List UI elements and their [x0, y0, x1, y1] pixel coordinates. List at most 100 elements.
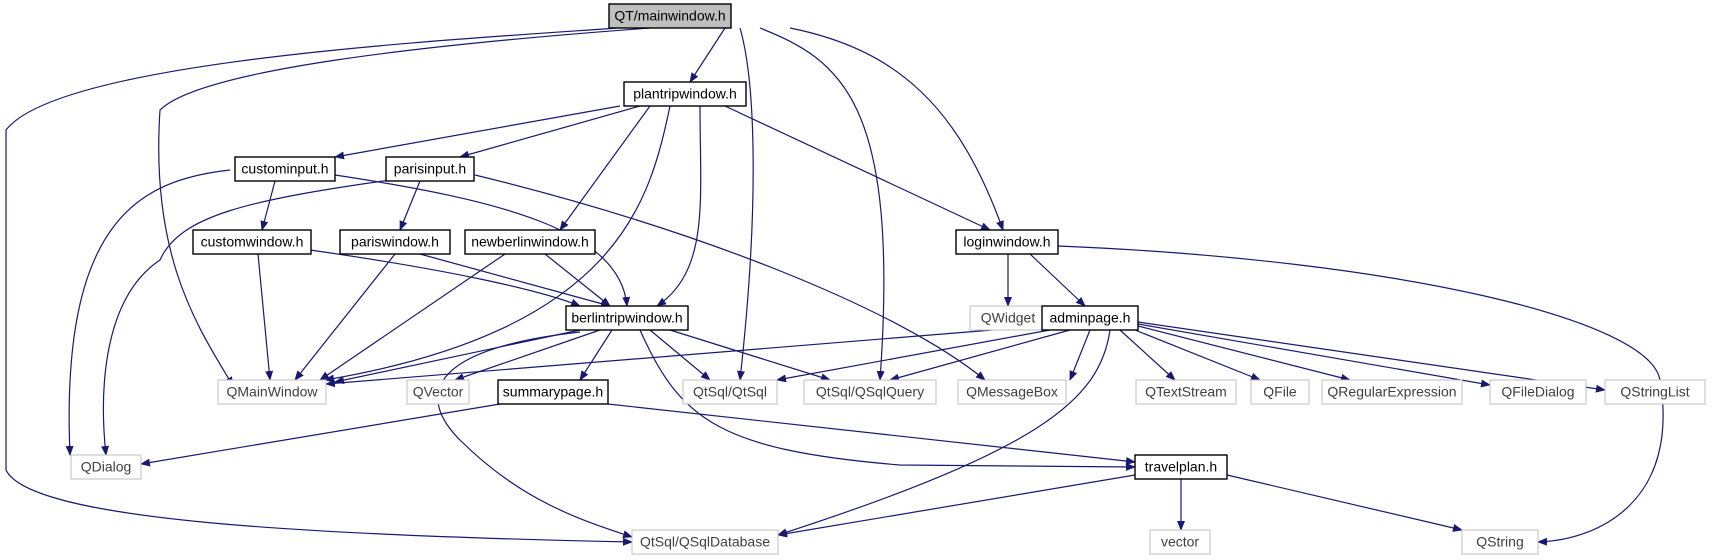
- node-label: QtSql/QSqlDatabase: [640, 534, 770, 550]
- edge-parisinput-to-qdialog: [101, 179, 391, 456]
- node-label: QTextStream: [1145, 384, 1227, 400]
- edge-summarypage-to-travelplan: [607, 403, 1136, 465]
- node-mainwindow[interactable]: QT/mainwindow.h: [608, 3, 732, 29]
- edge-customwindow-to-qmainwindow: [257, 253, 274, 381]
- node-label: berlintripwindow.h: [571, 310, 682, 326]
- edge-berlintripwindow-to-summarypage: [579, 329, 613, 381]
- node-vector[interactable]: vector: [1149, 529, 1211, 555]
- dependency-edges: [5, 26, 1664, 546]
- node-label: travelplan.h: [1145, 459, 1217, 475]
- edge-plantripwindow-to-custominput: [334, 105, 621, 160]
- edge-mainwindow-to-plantripwindow: [689, 27, 726, 83]
- node-qdialog[interactable]: QDialog: [70, 454, 142, 480]
- node-label: loginwindow.h: [963, 234, 1050, 250]
- node-box: [70, 454, 142, 480]
- edge-mainwindow-to-qsqlquery: [759, 27, 885, 381]
- node-label: pariswindow.h: [351, 234, 439, 250]
- node-box: [1134, 454, 1228, 480]
- edge-plantripwindow-to-loginwindow: [724, 105, 991, 231]
- node-customwindow[interactable]: customwindow.h: [192, 229, 312, 255]
- node-qtsql[interactable]: QtSql/QtSql: [682, 379, 778, 405]
- node-box: [1489, 379, 1587, 405]
- edge-plantripwindow-to-parisinput: [459, 105, 641, 159]
- edge-adminpage-to-qfile: [1134, 329, 1261, 381]
- node-box: [957, 379, 1067, 405]
- edge-travelplan-to-qsqldatabase: [777, 474, 1136, 538]
- edge-plantripwindow-to-newberlinwindow: [559, 105, 651, 231]
- edge-berlintripwindow-to-travelplan: [639, 329, 1136, 471]
- node-box: [682, 379, 778, 405]
- edge-berlintripwindow-to-qsqldatabase: [437, 331, 633, 539]
- node-custominput[interactable]: custominput.h: [234, 156, 336, 182]
- node-berlintripwindow[interactable]: berlintripwindow.h: [565, 305, 689, 331]
- edge-newberlinwindow-to-berlintripwindow: [544, 253, 611, 307]
- node-box: [385, 156, 475, 182]
- node-pariswindow[interactable]: pariswindow.h: [339, 229, 451, 255]
- edge-adminpage-to-qtextstream: [1119, 329, 1176, 381]
- node-label: QFile: [1263, 384, 1297, 400]
- node-box: [1604, 379, 1706, 405]
- node-label: QT/mainwindow.h: [614, 8, 725, 24]
- edge-adminpage-to-qmessagebox: [1069, 329, 1091, 381]
- edge-plantripwindow-to-qmainwindow: [324, 105, 671, 383]
- node-parisinput[interactable]: parisinput.h: [385, 156, 475, 182]
- edge-mainwindow-to-qtsql: [737, 27, 754, 381]
- node-box: [1461, 529, 1539, 555]
- node-label: QWidget: [981, 310, 1036, 326]
- node-box: [803, 379, 937, 405]
- node-travelplan[interactable]: travelplan.h: [1134, 454, 1228, 480]
- node-label: QVector: [413, 384, 464, 400]
- node-qsqldatabase[interactable]: QtSql/QSqlDatabase: [631, 529, 779, 555]
- edge-adminpage-to-qstringlist: [1137, 321, 1606, 393]
- edge-adminpage-to-qmainwindow: [325, 325, 1043, 388]
- edge-pariswindow-to-berlintripwindow: [419, 253, 611, 308]
- node-qwidget[interactable]: QWidget: [969, 305, 1047, 331]
- node-label: adminpage.h: [1050, 310, 1131, 326]
- node-qstringlist[interactable]: QStringList: [1604, 379, 1706, 405]
- node-label: customwindow.h: [201, 234, 304, 250]
- node-qvector[interactable]: QVector: [406, 379, 470, 405]
- node-qmainwindow[interactable]: QMainWindow: [217, 379, 327, 405]
- node-label: QMainWindow: [226, 384, 318, 400]
- edge-mainwindow-to-qmainwindow: [158, 27, 651, 387]
- node-box: [1041, 305, 1139, 331]
- edge-travelplan-to-qstring: [1226, 474, 1463, 532]
- node-box: [192, 229, 312, 255]
- node-newberlinwindow[interactable]: newberlinwindow.h: [464, 229, 596, 255]
- node-qfile[interactable]: QFile: [1250, 379, 1310, 405]
- edge-adminpage-to-qsqldatabase: [777, 329, 1111, 537]
- node-box: [1135, 379, 1237, 405]
- node-qsqlquery[interactable]: QtSql/QSqlQuery: [803, 379, 937, 405]
- node-summarypage[interactable]: summarypage.h: [497, 379, 609, 405]
- node-box: [955, 229, 1059, 255]
- node-label: QString: [1476, 534, 1523, 550]
- node-qregexp[interactable]: QRegularExpression: [1321, 379, 1463, 405]
- edge-adminpage-to-qtsql: [776, 329, 1051, 383]
- node-loginwindow[interactable]: loginwindow.h: [955, 229, 1059, 255]
- node-label: QDialog: [81, 459, 132, 475]
- node-label: QtSql/QtSql: [693, 384, 767, 400]
- edge-mainwindow-to-loginwindow: [789, 27, 1004, 231]
- edge-parisinput-to-pariswindow: [399, 180, 421, 231]
- node-qfiledialog[interactable]: QFileDialog: [1489, 379, 1587, 405]
- node-label: custominput.h: [241, 161, 328, 177]
- node-plantripwindow[interactable]: plantripwindow.h: [623, 81, 747, 107]
- node-label: QStringList: [1620, 384, 1689, 400]
- edge-parisinput-to-qmessagebox: [474, 174, 986, 381]
- node-box: [623, 81, 747, 107]
- node-box: [608, 3, 732, 29]
- node-box: [969, 305, 1047, 331]
- node-adminpage[interactable]: adminpage.h: [1041, 305, 1139, 331]
- edge-plantripwindow-to-berlintripwindow: [656, 105, 702, 307]
- edge-loginwindow-to-qstring: [1057, 245, 1664, 546]
- node-box: [631, 529, 779, 555]
- node-box: [497, 379, 609, 405]
- node-box: [1149, 529, 1211, 555]
- file-nodes: QT/mainwindow.h plantripwindow.h custominp…: [70, 3, 1706, 555]
- node-qstring[interactable]: QString: [1461, 529, 1539, 555]
- node-qmessagebox[interactable]: QMessageBox: [957, 379, 1067, 405]
- node-box: [565, 305, 689, 331]
- edge-berlintripwindow-to-qmainwindow: [334, 329, 581, 385]
- node-qtextstream[interactable]: QTextStream: [1135, 379, 1237, 405]
- node-box: [217, 379, 327, 405]
